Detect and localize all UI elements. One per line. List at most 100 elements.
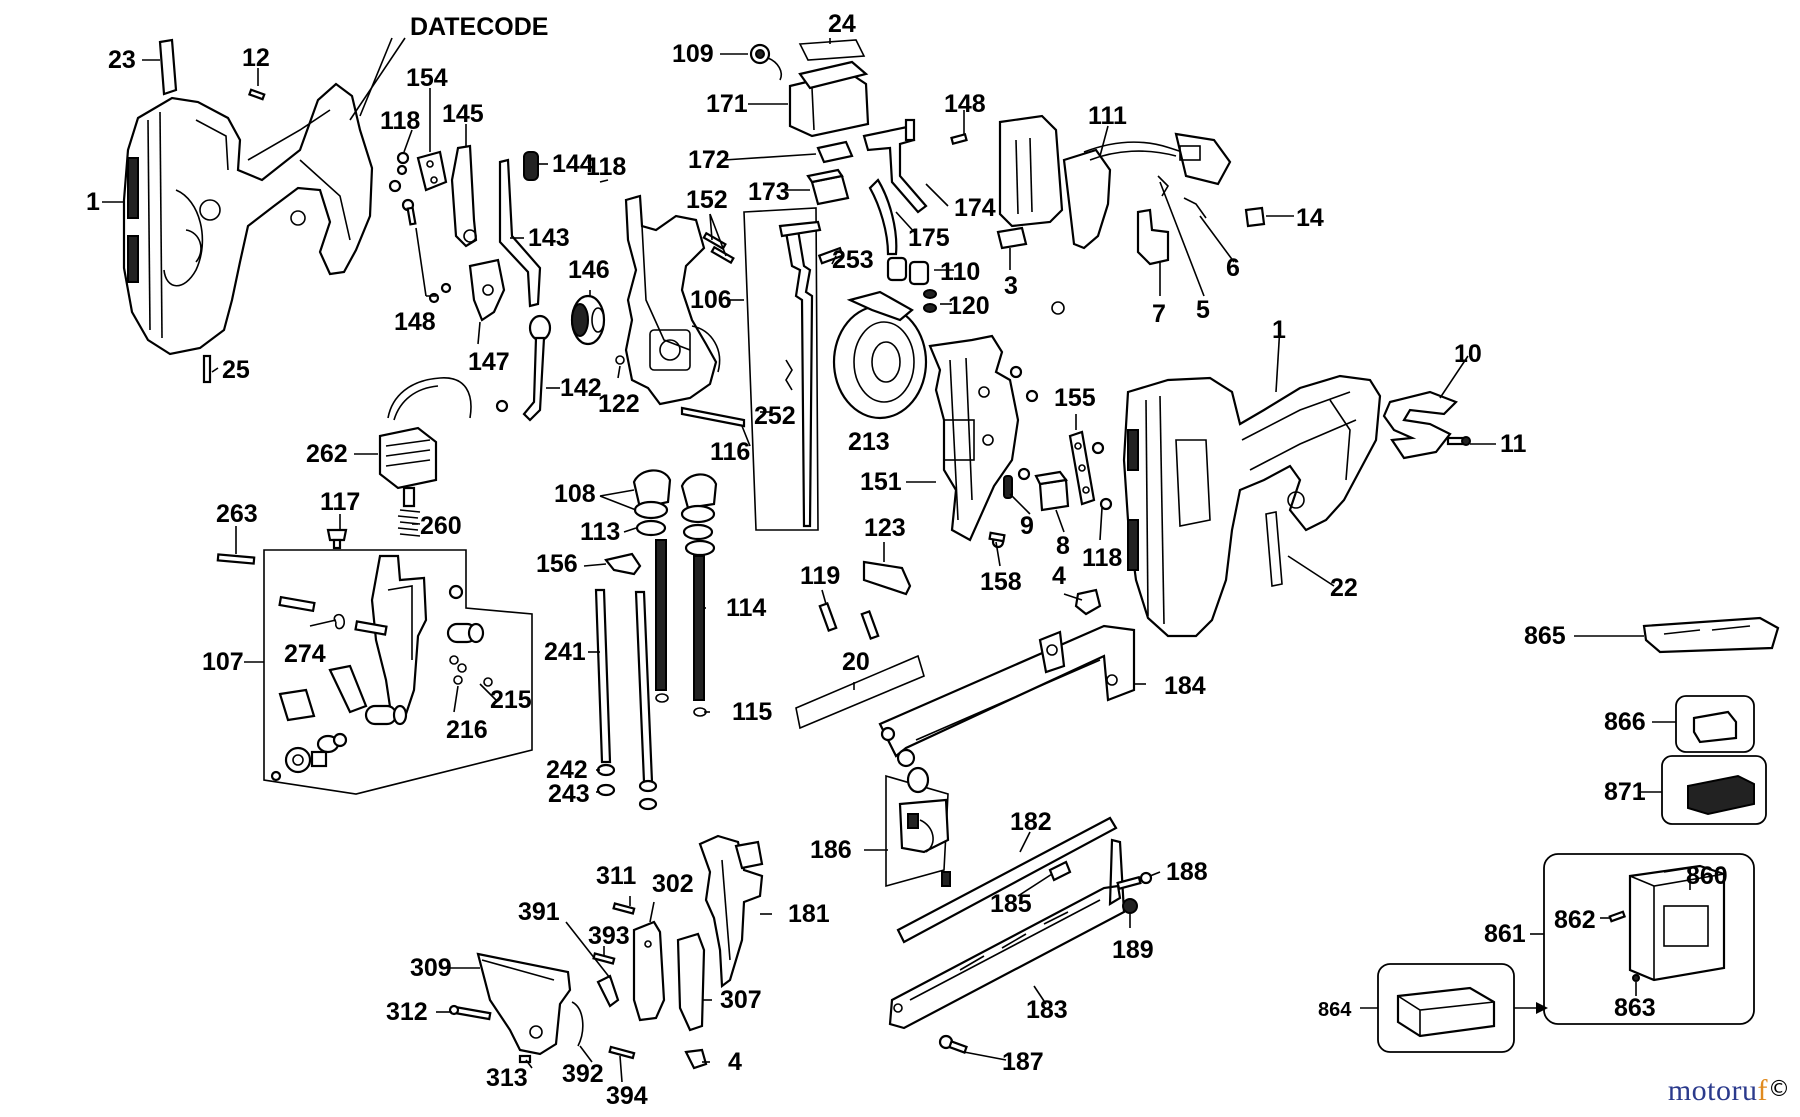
callout-107: 107 xyxy=(202,648,244,676)
callout-4: 4 xyxy=(728,1048,742,1076)
part-187-screw xyxy=(938,1034,968,1054)
part-111-switch-harness xyxy=(998,114,1232,250)
part-washer-near-3 xyxy=(1051,301,1065,315)
callout-241: 241 xyxy=(544,638,586,666)
callout-216: 216 xyxy=(446,716,488,744)
callout-110: 110 xyxy=(940,258,980,286)
callout-9: 9 xyxy=(1020,512,1034,540)
callout-114: 114 xyxy=(726,594,766,622)
callout-108: 108 xyxy=(554,480,596,508)
part-864-insert-box xyxy=(1377,963,1515,1053)
part-184-magazine-top xyxy=(878,624,1136,768)
callout-189: 189 xyxy=(1112,936,1154,964)
part-118-screws-c xyxy=(1091,441,1113,511)
callout-4: 4 xyxy=(1052,562,1066,590)
callout-8: 8 xyxy=(1056,532,1070,560)
part-309-nose-guard xyxy=(476,952,572,1056)
callout-146: 146 xyxy=(568,256,610,284)
callout-185: 185 xyxy=(990,890,1032,918)
callout-7: 7 xyxy=(1152,300,1166,328)
part-146-gear xyxy=(570,294,606,346)
part-253-bumpers xyxy=(886,256,930,286)
part-8-block xyxy=(1034,470,1070,512)
callout-393: 393 xyxy=(588,922,630,950)
callout-148: 148 xyxy=(394,308,436,336)
part-312-screw xyxy=(448,1004,492,1021)
part-23-label-plate xyxy=(158,38,178,96)
callout-392: 392 xyxy=(562,1060,604,1088)
housing-right xyxy=(1122,374,1382,638)
copyright-icon: © xyxy=(1768,1077,1790,1102)
callout-145: 145 xyxy=(442,100,484,128)
callout-148: 148 xyxy=(944,90,986,118)
callout-106: 106 xyxy=(690,286,732,314)
callout-118: 118 xyxy=(586,153,626,181)
callout-23: 23 xyxy=(108,46,136,74)
part-262-motor-brush-assy xyxy=(378,377,472,508)
callout-123: 123 xyxy=(864,514,906,542)
part-147-trigger-assy xyxy=(428,258,506,322)
callout-1: 1 xyxy=(1272,316,1286,344)
leader-lines xyxy=(102,37,1691,1083)
callout-118: 118 xyxy=(1082,544,1122,572)
callout-274: 274 xyxy=(284,640,326,668)
part-260-spring xyxy=(397,509,421,537)
part-4-bumper-a xyxy=(1074,588,1102,616)
part-186-pusher-group xyxy=(885,766,951,888)
callout-3: 3 xyxy=(1004,272,1018,300)
callout-154: 154 xyxy=(406,64,448,92)
part-172-pad xyxy=(816,140,854,164)
part-10-belt-hook xyxy=(1382,390,1458,460)
callout-174: 174 xyxy=(954,194,996,222)
callout-115: 115 xyxy=(732,698,772,726)
callout-862: 862 xyxy=(1554,906,1596,934)
callout-394: 394 xyxy=(606,1082,648,1110)
part-118-screws-a xyxy=(388,151,415,212)
part-171-motor-controller xyxy=(788,60,870,138)
callout-1: 1 xyxy=(86,188,100,216)
callout-871: 871 xyxy=(1604,778,1646,806)
part-302-guide xyxy=(632,920,666,1022)
callout-243: 243 xyxy=(548,780,590,808)
callout-122: 122 xyxy=(598,390,640,418)
part-391-lever xyxy=(596,974,620,1008)
part-25-pin xyxy=(202,354,212,384)
callout-866: 866 xyxy=(1604,708,1646,736)
callout-151: 151 xyxy=(860,468,902,496)
callout-307: 307 xyxy=(720,986,762,1014)
part-117-screw xyxy=(326,528,348,550)
part-183-magazine-bottom xyxy=(888,838,1126,1030)
callout-860: 860 xyxy=(1686,862,1728,890)
callout-861: 861 xyxy=(1484,920,1526,948)
callout-152: 152 xyxy=(686,186,728,214)
part-188-screw xyxy=(1116,871,1153,891)
callout-186: 186 xyxy=(810,836,852,864)
callout-144: 144 xyxy=(552,150,594,178)
part-109-spring xyxy=(749,43,783,81)
callout-113: 113 xyxy=(580,518,620,546)
callout-262: 262 xyxy=(306,440,348,468)
callout-215: 215 xyxy=(490,686,532,714)
part-113-washers xyxy=(633,500,716,557)
watermark: motoruf xyxy=(1668,1074,1768,1108)
part-155-link xyxy=(1068,430,1096,506)
part-108-caps xyxy=(632,469,718,510)
callout-242: 242 xyxy=(546,756,588,784)
part-313-screw xyxy=(518,1054,532,1064)
part-142-link xyxy=(495,314,552,422)
callout-24: 24 xyxy=(828,10,856,38)
callout-143: 143 xyxy=(528,224,570,252)
part-174-bracket xyxy=(862,118,928,214)
callout-158: 158 xyxy=(980,568,1022,596)
part-175-spring-clip xyxy=(868,178,898,256)
callout-22: 22 xyxy=(1330,574,1358,602)
watermark-prefix: motoru xyxy=(1667,1074,1758,1107)
part-263-pin xyxy=(216,553,256,565)
part-143-trigger-rod xyxy=(498,158,542,308)
part-243-nuts xyxy=(596,783,658,811)
callout-147: 147 xyxy=(468,348,510,376)
callout-263: 263 xyxy=(216,500,258,528)
callout-116: 116 xyxy=(710,438,750,466)
callout-187: 187 xyxy=(1002,1048,1044,1076)
part-120-screws xyxy=(923,289,937,313)
